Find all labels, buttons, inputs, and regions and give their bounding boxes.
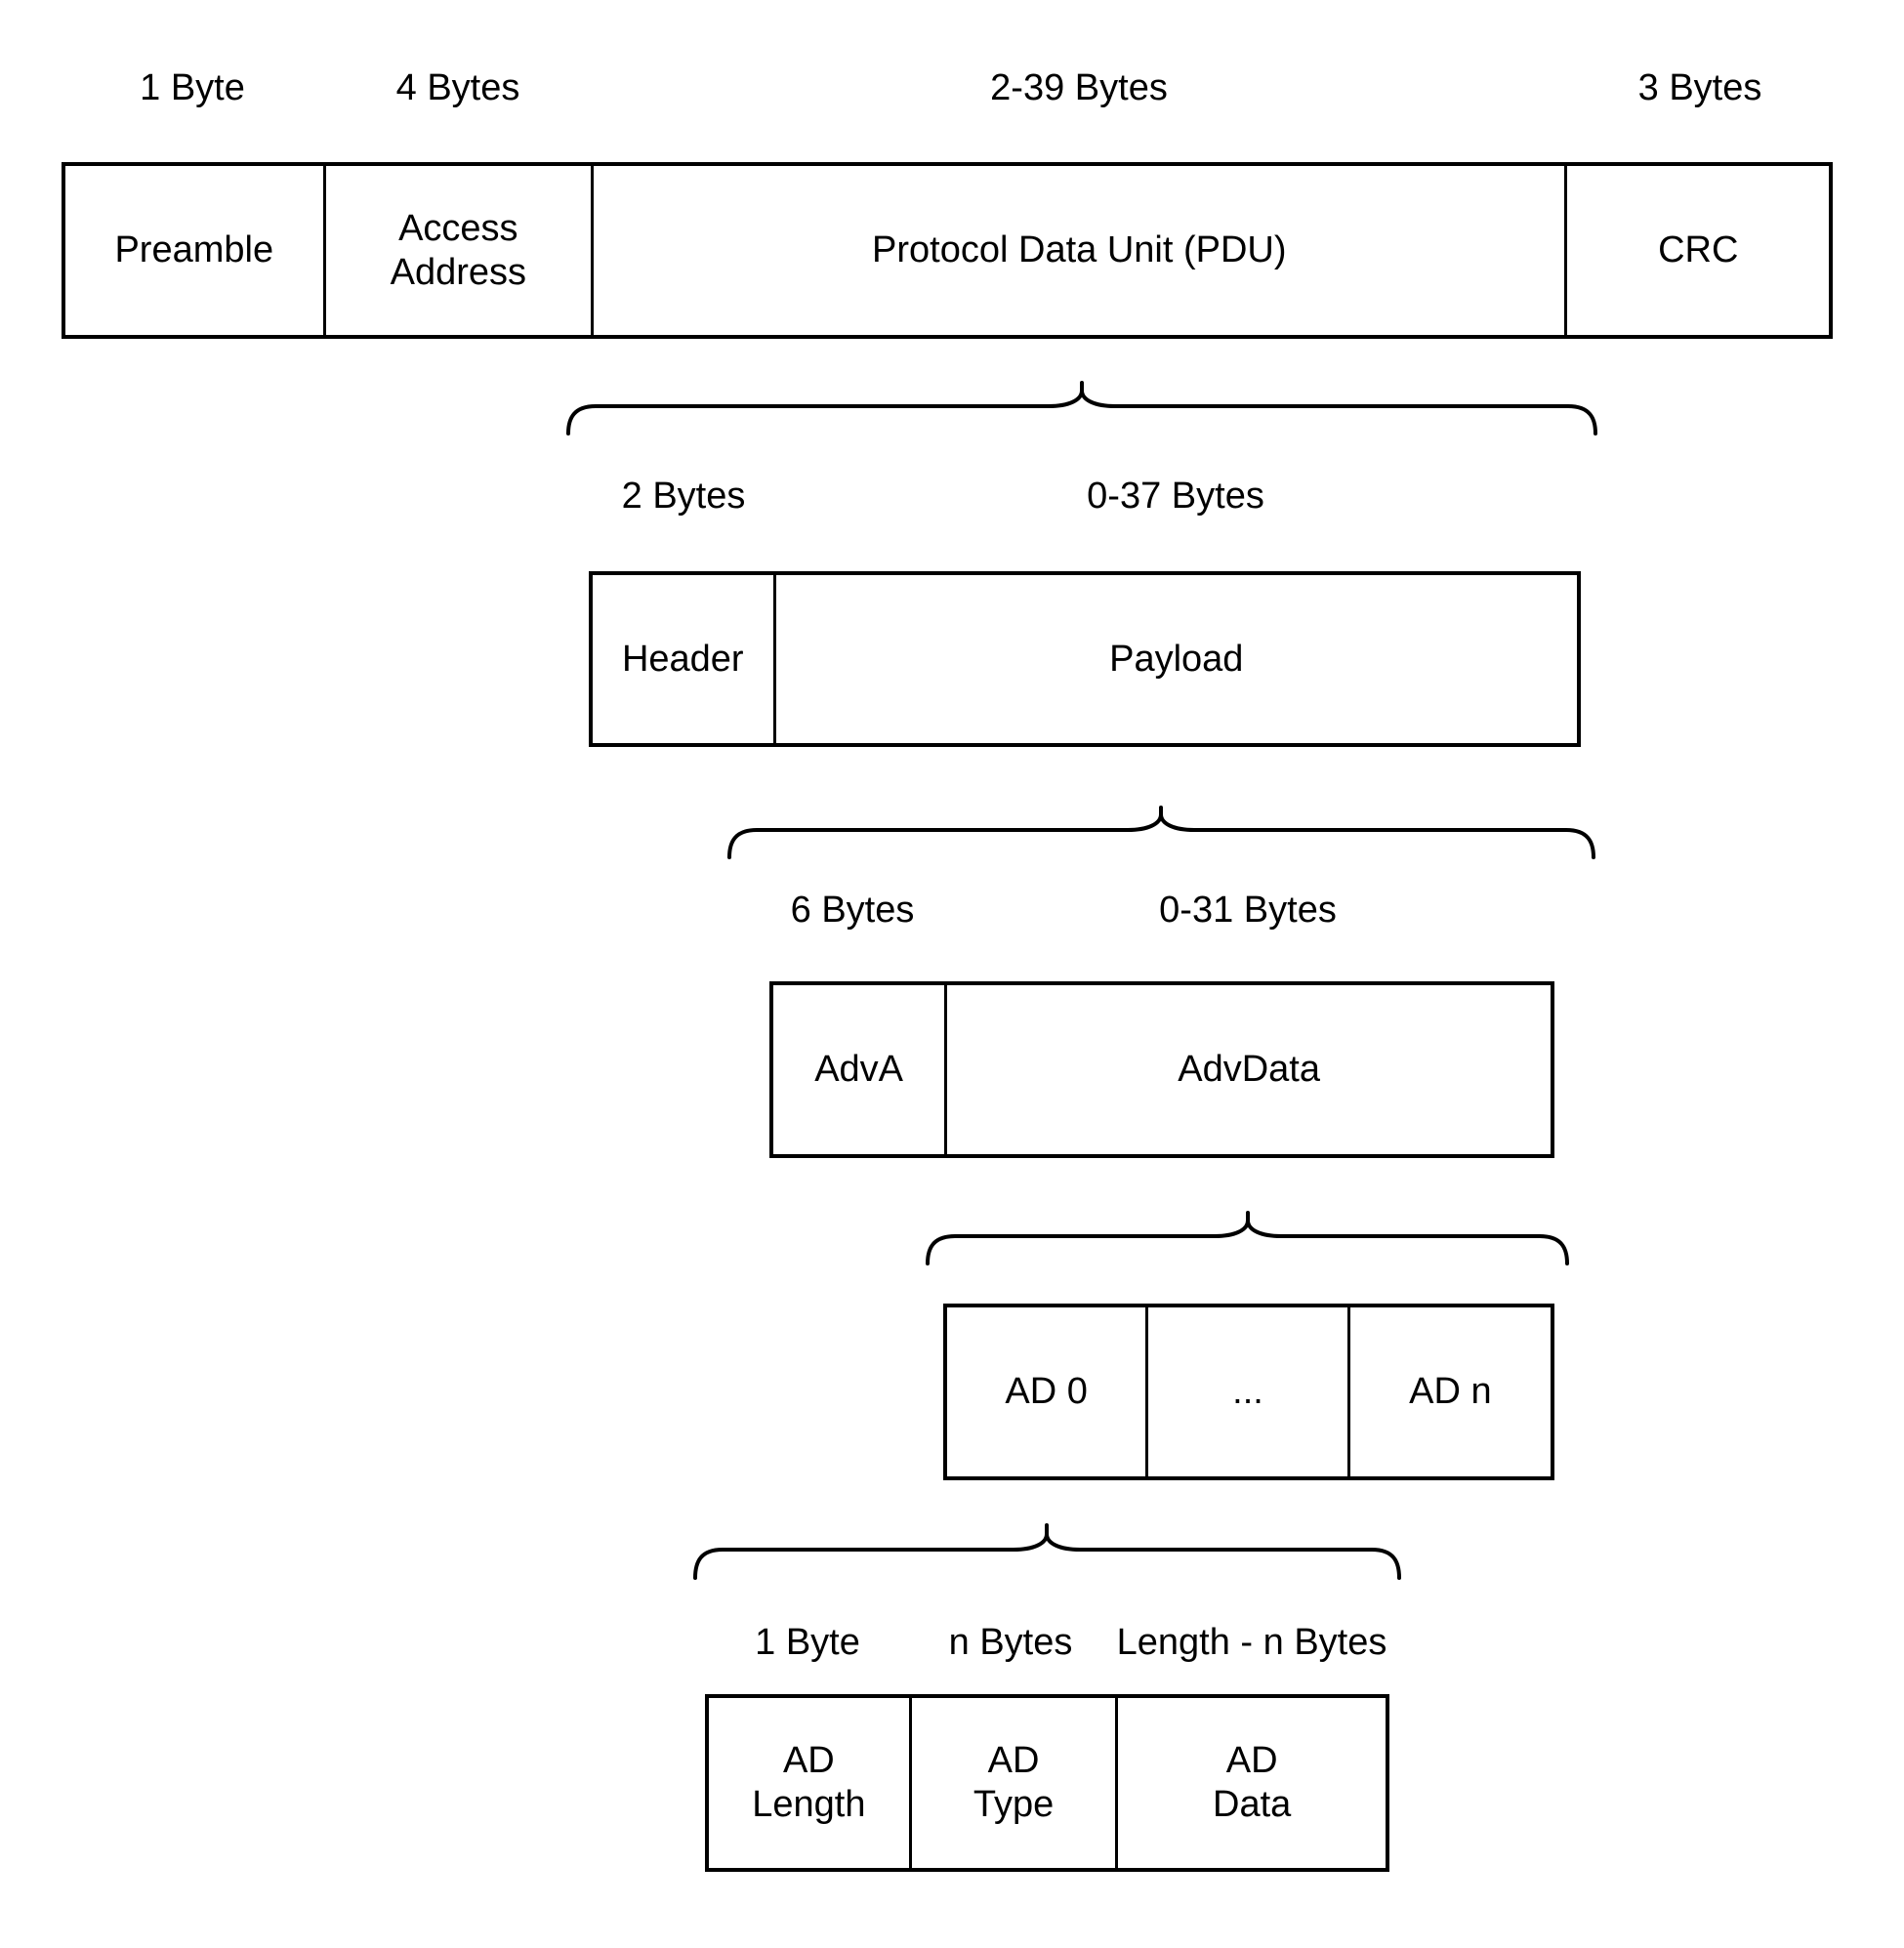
size-label-crc: 3 Bytes <box>1637 67 1762 108</box>
size-label-advdata: 0-31 Bytes <box>1159 890 1337 931</box>
cell-ad-length-label: AD Length <box>752 1740 866 1825</box>
cell-preamble-label: Preamble <box>114 229 274 270</box>
packet-row: Preamble Access Address Protocol Data Un… <box>62 162 1833 339</box>
cell-payload-label: Payload <box>1109 638 1244 680</box>
cell-ad-type: AD Type <box>908 1698 1116 1868</box>
advdata-row: AD 0 ... AD n <box>943 1304 1554 1480</box>
size-label-preamble: 1 Byte <box>140 67 245 108</box>
cell-adva: AdvA <box>773 985 944 1154</box>
size-label-ad-length: 1 Byte <box>755 1622 860 1663</box>
cell-ad-ellipsis-label: ... <box>1232 1371 1263 1412</box>
size-label-pdu: 2-39 Bytes <box>990 67 1168 108</box>
pdu-expansion-brace <box>566 380 1597 436</box>
cell-access-address-label: Access Address <box>390 207 527 293</box>
cell-crc-label: CRC <box>1658 229 1739 270</box>
ad-structure-row: AD Length AD Type AD Data <box>705 1694 1389 1872</box>
payload-row: AdvA AdvData <box>769 981 1554 1158</box>
size-label-access-address: 4 Bytes <box>395 67 520 108</box>
cell-header-label: Header <box>621 638 744 680</box>
cell-pdu: Protocol Data Unit (PDU) <box>591 166 1564 335</box>
cell-advdata-label: AdvData <box>1178 1049 1320 1090</box>
cell-advdata: AdvData <box>944 985 1551 1154</box>
cell-ad-ellipsis: ... <box>1145 1307 1346 1476</box>
pdu-row: Header Payload <box>589 571 1581 747</box>
size-label-ad-type: n Bytes <box>948 1622 1073 1663</box>
ad-expansion-brace <box>693 1522 1401 1581</box>
cell-adn-label: AD n <box>1409 1371 1492 1412</box>
cell-ad-type-label: AD Type <box>973 1740 1055 1825</box>
cell-access-address: Access Address <box>322 166 592 335</box>
size-label-adva: 6 Bytes <box>790 890 915 931</box>
size-label-ad-data: Length - n Bytes <box>1116 1622 1387 1663</box>
cell-ad0: AD 0 <box>947 1307 1145 1476</box>
cell-ad0-label: AD 0 <box>1005 1371 1088 1412</box>
cell-pdu-label: Protocol Data Unit (PDU) <box>872 229 1287 270</box>
cell-adva-label: AdvA <box>814 1049 904 1090</box>
cell-header: Header <box>593 575 773 743</box>
cell-ad-length: AD Length <box>709 1698 909 1868</box>
size-label-header: 2 Bytes <box>621 476 746 517</box>
cell-ad-data: AD Data <box>1115 1698 1386 1868</box>
size-label-payload: 0-37 Bytes <box>1087 476 1264 517</box>
cell-adn: AD n <box>1346 1307 1551 1476</box>
cell-ad-data-label: AD Data <box>1213 1740 1292 1825</box>
payload-expansion-brace <box>727 805 1595 860</box>
cell-preamble: Preamble <box>65 166 323 335</box>
advdata-expansion-brace <box>926 1210 1569 1266</box>
cell-payload: Payload <box>772 575 1577 743</box>
cell-crc: CRC <box>1564 166 1829 335</box>
